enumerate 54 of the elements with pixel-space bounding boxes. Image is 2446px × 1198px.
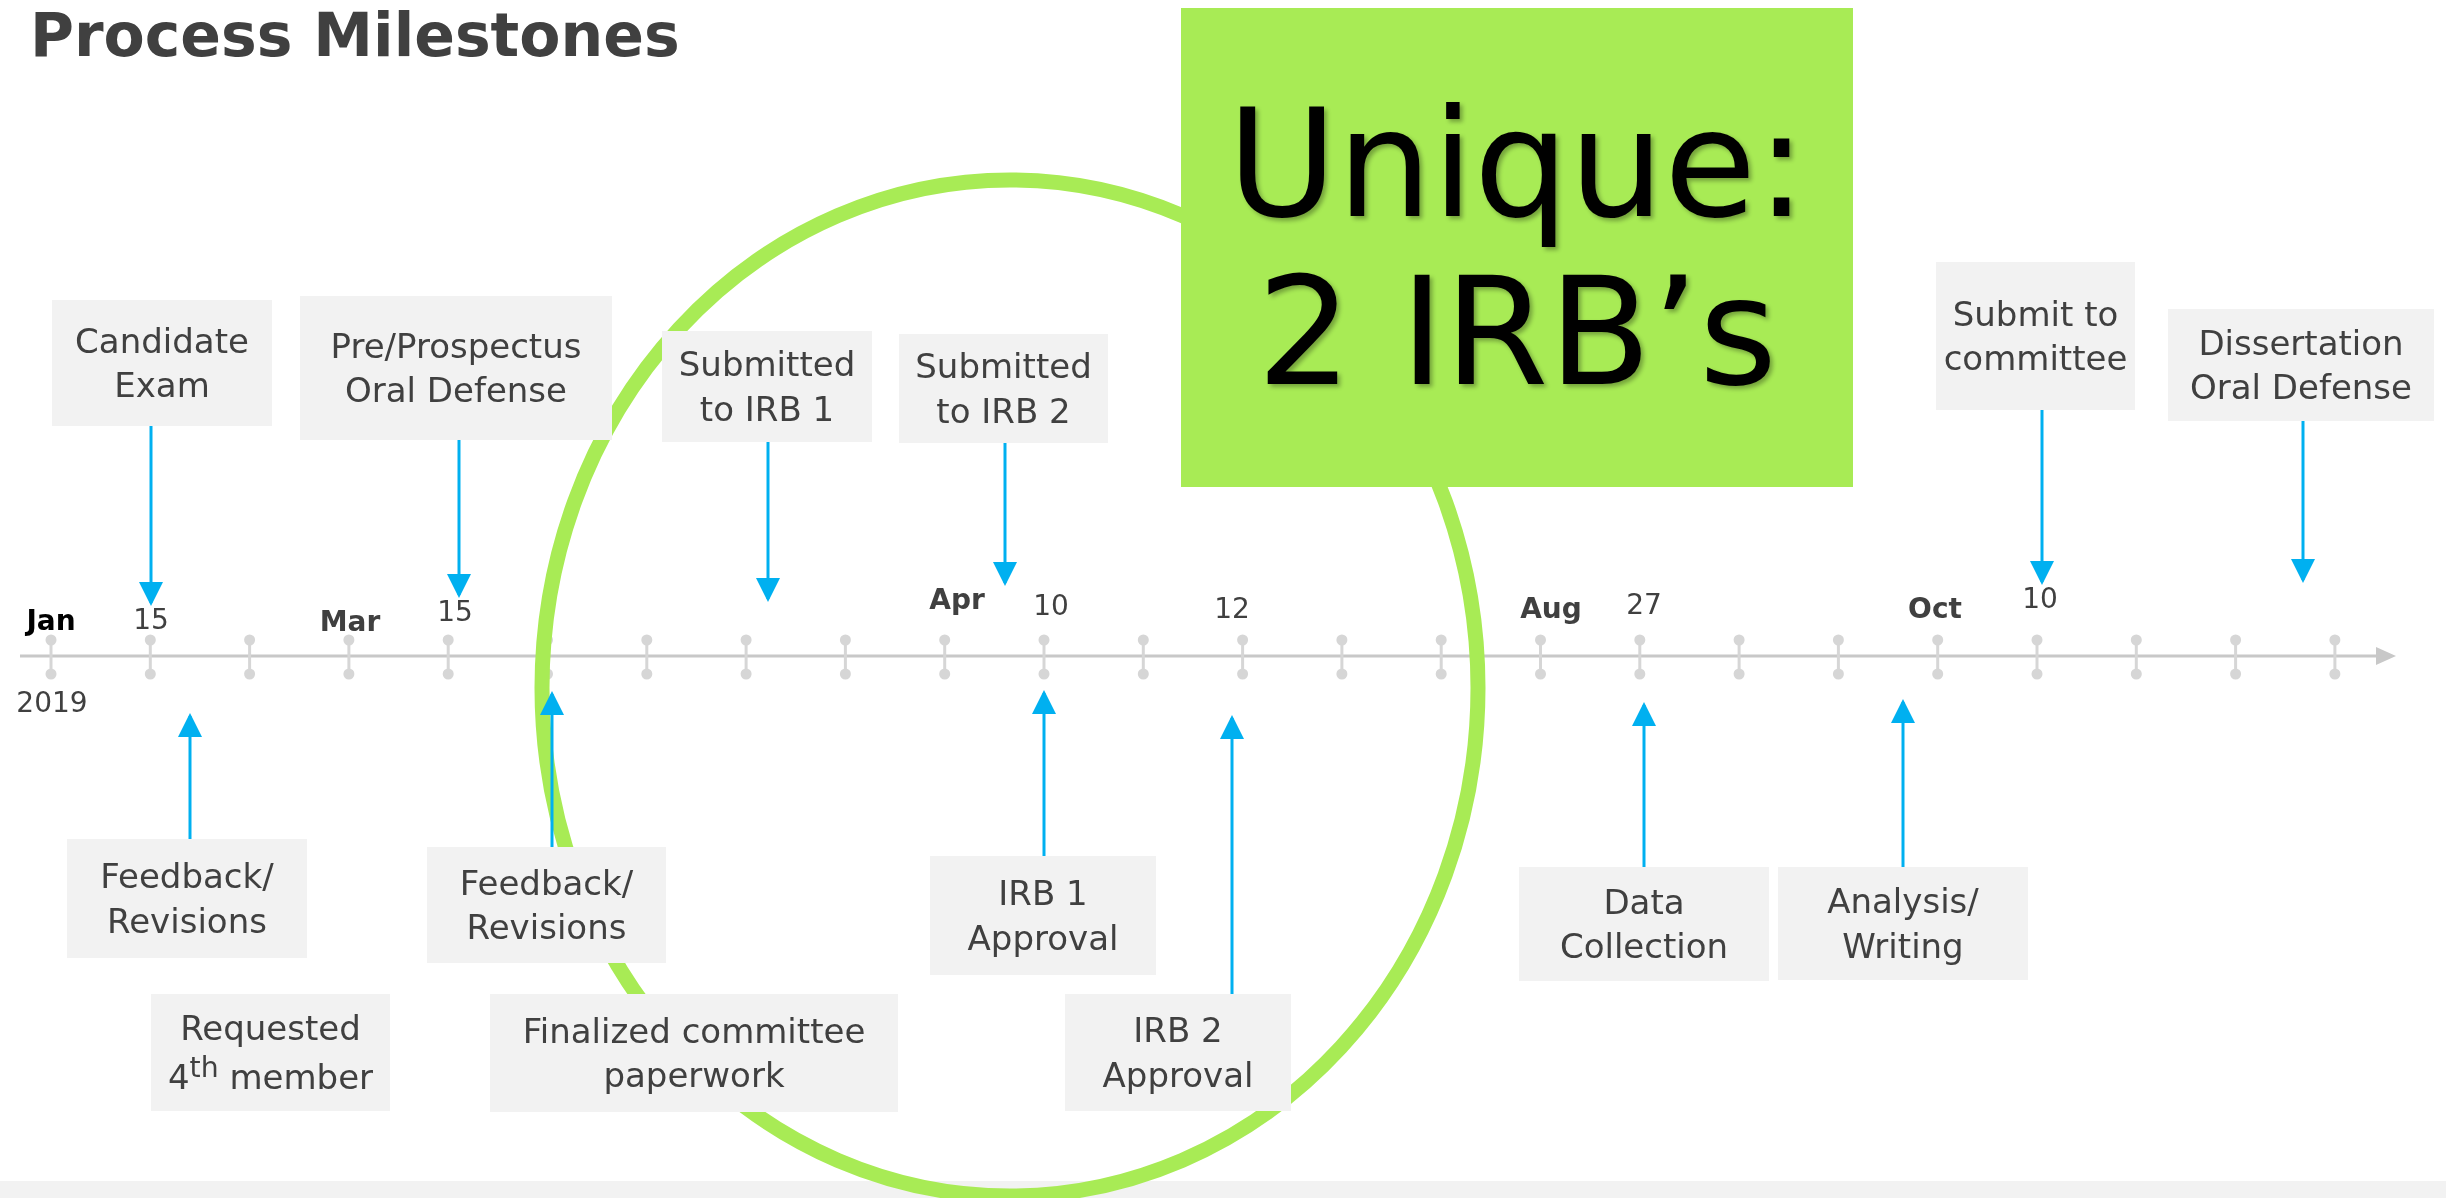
milestone-text: Data Collection: [1558, 880, 1730, 968]
arrow: [1632, 702, 1656, 867]
date-label: 15: [131, 603, 171, 637]
callout-text: Unique: 2 IRB’s: [1226, 79, 1808, 416]
callout-box: [1181, 8, 1853, 487]
arrow: [2291, 421, 2315, 583]
milestone-box: [899, 334, 1108, 443]
milestone-box: [1936, 262, 2135, 410]
milestone-text: Feedback/ Revisions: [99, 855, 275, 943]
milestone-text: Pre/Prospectus Oral Defense: [329, 324, 583, 412]
month-label: Oct: [1908, 591, 1962, 625]
milestone-text: Finalized committee paperwork: [521, 1009, 867, 1097]
title: Process Milestones: [30, 0, 680, 70]
milestone-text: Requested 4$^{th}$ member: [166, 1006, 375, 1100]
milestone-text: Feedback/ Revisions: [458, 861, 635, 949]
day-label: 10: [1033, 588, 1069, 622]
milestone-box: [490, 994, 898, 1112]
milestone-text: Submitted to IRB 1: [677, 343, 857, 431]
date-label: Apr: [925, 583, 989, 617]
milestone-text: Submit to committee: [1943, 292, 2128, 380]
milestone-box: [300, 296, 612, 440]
arrow: [756, 442, 780, 602]
arrow: [540, 691, 564, 847]
arrow: [993, 443, 1017, 586]
date-label: 10: [2020, 582, 2060, 616]
arrow: [178, 713, 202, 839]
milestone-text: IRB 1 Approval: [966, 872, 1120, 960]
month-label: Jan: [26, 603, 76, 637]
milestone-box: [1519, 867, 1769, 981]
milestone-box: [1778, 867, 2028, 980]
milestone-text: Dissertation Oral Defense: [2189, 321, 2413, 409]
milestone-box: [67, 839, 307, 958]
milestone-box: [2168, 309, 2434, 421]
arrow: [447, 440, 471, 598]
milestone-text: Candidate Exam: [74, 319, 250, 407]
milestone-text: Submitted to IRB 2: [914, 345, 1093, 433]
milestone-box: [52, 300, 272, 426]
milestone-text: IRB 2 Approval: [1101, 1009, 1255, 1097]
month-label: Mar: [319, 604, 381, 638]
arrow: [1032, 690, 1056, 856]
arrow: [1220, 715, 1244, 994]
year-label: 2019: [16, 685, 88, 719]
milestone-box: [427, 847, 666, 963]
milestone-box: [930, 856, 1156, 975]
arrow: [2030, 410, 2054, 585]
milestone-box: [1065, 994, 1291, 1111]
day-label: 27: [1626, 587, 1662, 621]
milestone-text: Analysis/ Writing: [1826, 880, 1980, 968]
day-label: 12: [1214, 591, 1250, 625]
month-label: Aug: [1520, 591, 1582, 625]
arrow: [1891, 699, 1915, 867]
arrow: [139, 426, 163, 606]
milestone-box: [662, 331, 872, 442]
date-label: 15: [435, 595, 475, 629]
